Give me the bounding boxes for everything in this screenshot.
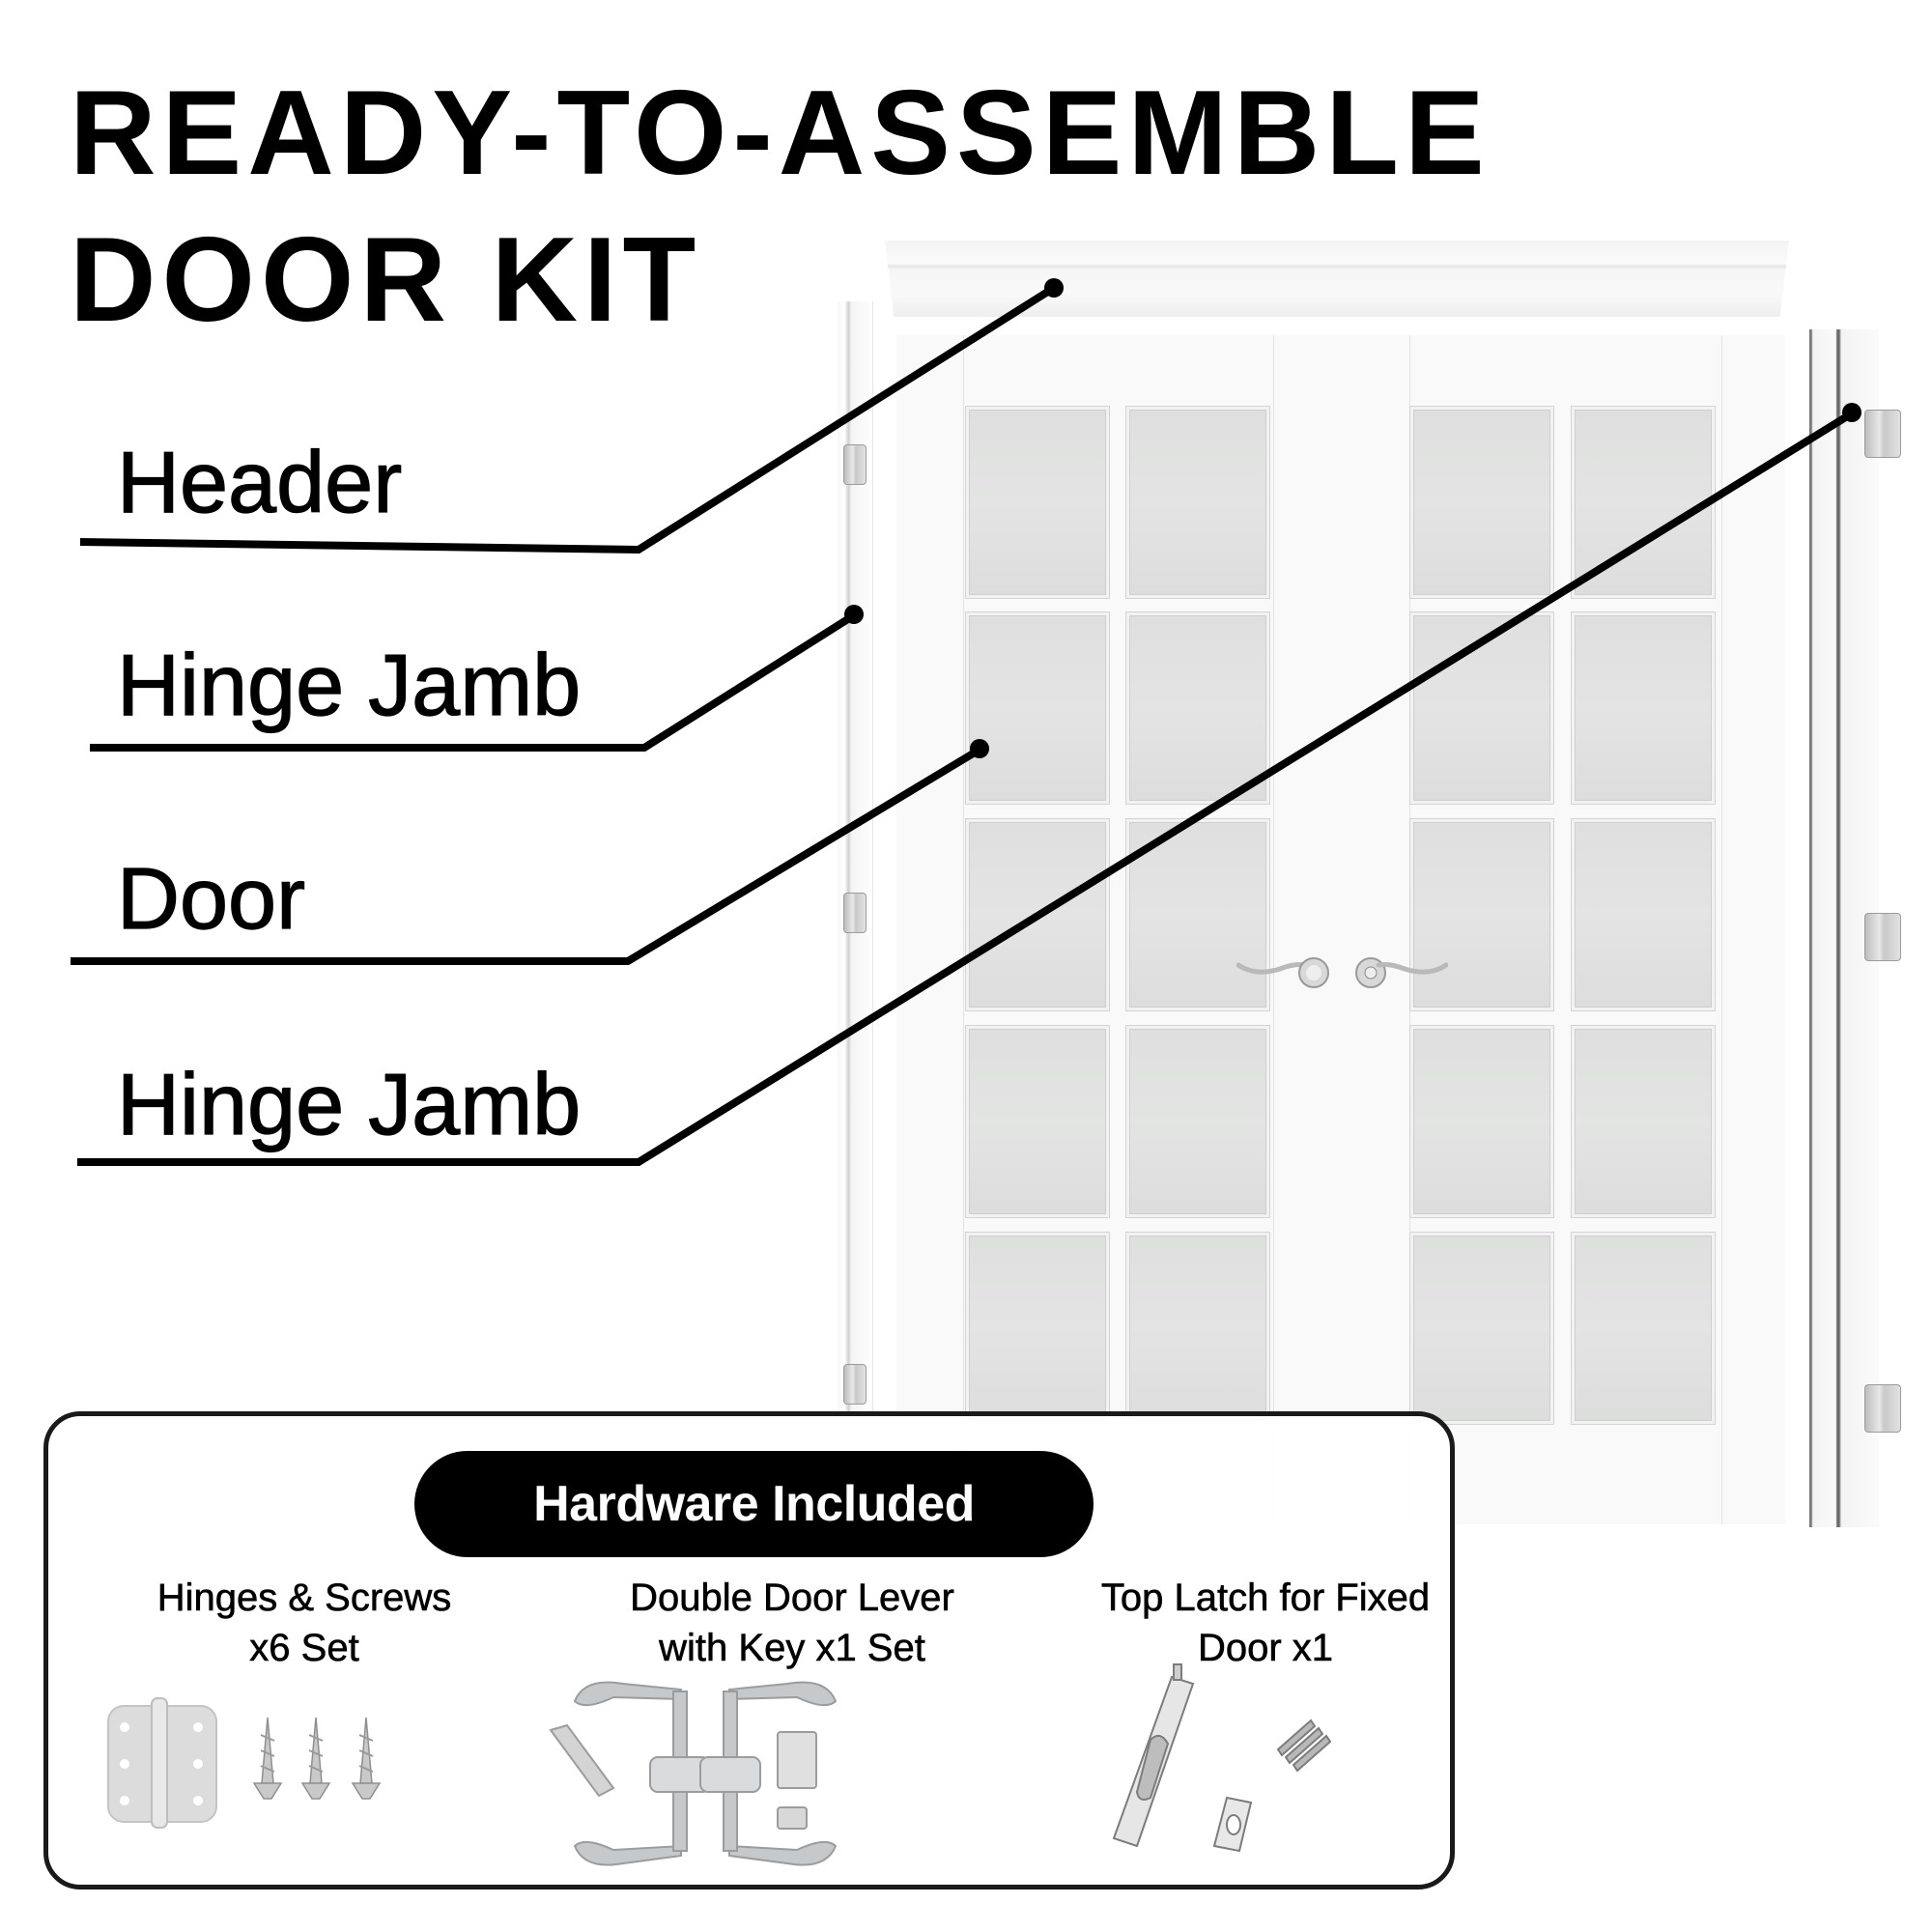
hardware-item-qty: Door x1 (1197, 1627, 1334, 1670)
page-title: READY-TO-ASSEMBLE DOOR KIT (70, 60, 1491, 354)
left-hinge-jamb (838, 301, 873, 1412)
hardware-item-qty: with Key x1 Set (659, 1627, 925, 1670)
hardware-item-lever: Double Door Lever with Key x1 Set (541, 1573, 1043, 1673)
hardware-item-title: Double Door Lever (630, 1577, 954, 1620)
callout-label-door: Door (116, 851, 306, 948)
jamb-hinge-icon (843, 444, 867, 485)
hardware-included-panel: Hardware Included Hinges & Screws x6 Set… (43, 1411, 1455, 1889)
title-line-2: DOOR KIT (70, 213, 702, 347)
door-lever-set-icon (549, 1681, 838, 1866)
jamb-hinge-icon (843, 1364, 867, 1405)
door-leaf-left (896, 335, 1343, 1524)
hardware-item-qty: x6 Set (249, 1627, 359, 1670)
door-leaf-right (1342, 335, 1785, 1524)
hardware-item-top-latch: Top Latch for Fixed Door x1 (1024, 1573, 1507, 1673)
jamb-hinge-icon (1864, 410, 1901, 458)
flush-bolt-latch-icon (1112, 1663, 1332, 1853)
right-hinge-jamb (1809, 329, 1901, 1527)
callout-label-header: Header (116, 435, 403, 531)
hardware-item-hinges: Hinges & Screws x6 Set (53, 1573, 555, 1673)
jamb-hinge-icon (843, 893, 867, 933)
header-molding (885, 241, 1789, 317)
lever-handle-right-icon (1355, 957, 1448, 988)
jamb-hinge-icon (1864, 1384, 1901, 1433)
lever-handle-left-icon (1236, 957, 1329, 988)
hardware-included-heading: Hardware Included (414, 1451, 1094, 1557)
title-line-1: READY-TO-ASSEMBLE (70, 67, 1491, 200)
jamb-hinge-icon (1864, 913, 1901, 961)
callout-label-hinge-jamb-left: Hinge Jamb (116, 638, 582, 734)
hardware-item-title: Hinges & Screws (156, 1577, 452, 1620)
double-door (896, 335, 1785, 1524)
hinge-and-screws-icon (107, 1697, 382, 1829)
callout-label-hinge-jamb-right: Hinge Jamb (116, 1057, 582, 1153)
hardware-item-title: Top Latch for Fixed (1100, 1577, 1431, 1620)
